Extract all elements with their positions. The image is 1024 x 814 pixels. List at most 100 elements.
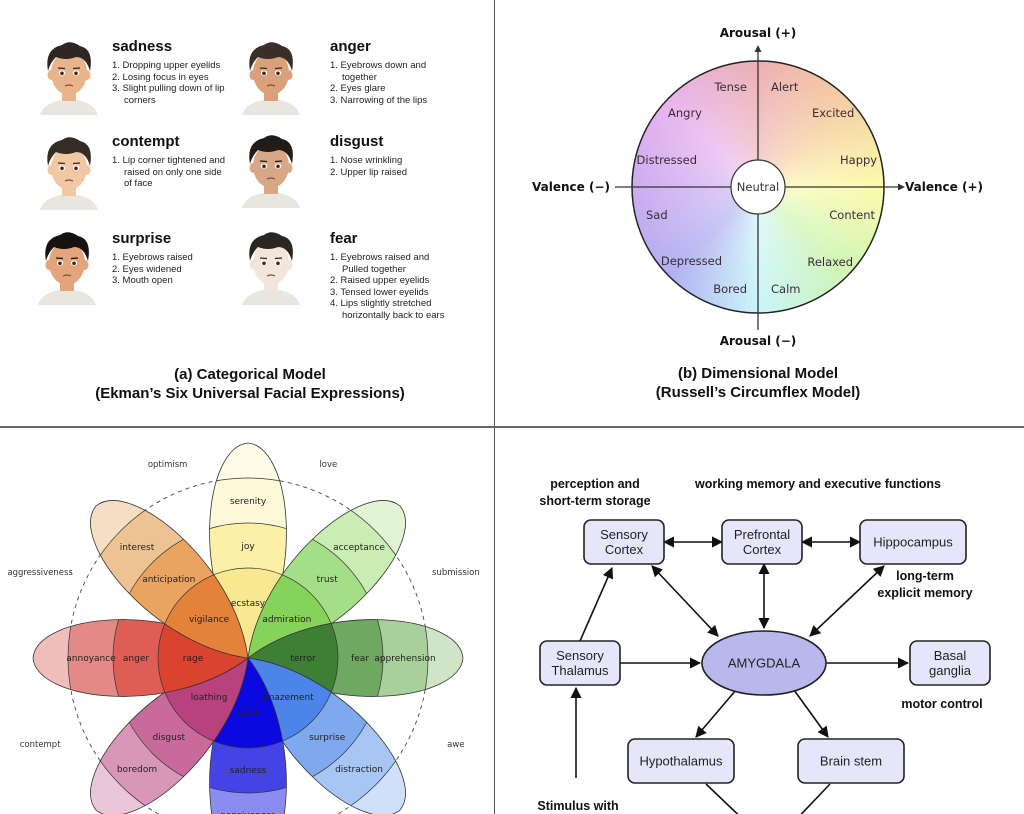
arousal-negative-label: Arousal (−) (720, 334, 797, 348)
petal-band (209, 658, 287, 794)
circumplex-label-content: Content (829, 208, 875, 222)
caption-line-2: (Ekman’s Six Universal Facial Expression… (95, 385, 405, 402)
circuit-connections (570, 536, 910, 814)
node-label: AMYGDALA (728, 656, 801, 671)
panel-a-caption: (a) Categorical Model (Ekman’s Six Unive… (40, 365, 460, 403)
emotion-label-vigilance: vigilance (189, 615, 230, 625)
circumplex-label-alert: Alert (771, 80, 799, 94)
dyad-label-submission: submission (432, 568, 480, 578)
cue-item: 2. Upper lip raised (330, 166, 408, 178)
cue-item: 1. Eyebrows raised and Pulled together (330, 252, 430, 275)
petal-band (157, 619, 248, 697)
horizontal-divider (0, 426, 1024, 428)
annotation-text: Stimulus with (537, 799, 618, 813)
circumplex-label-happy: Happy (840, 153, 877, 167)
plutchik-wheel: serenityjoyecstasyacceptancetrustadmirat… (7, 442, 480, 814)
panel-b-caption-line-2: (Russell’s Circumflex Model) (656, 384, 861, 401)
panel-b-caption-line-1: (b) Dimensional Model (678, 365, 838, 382)
circumplex-label-distressed: Distressed (637, 153, 697, 167)
cue-item: 3. Narrowing of the lips (330, 94, 428, 106)
annotation-text: explicit memory (877, 586, 972, 600)
dyad-label-contempt: contempt (20, 740, 61, 750)
annotation-working-memory: working memory and executive functions (694, 477, 941, 491)
annotation-text: short-term storage (539, 494, 650, 508)
emotion-label-interest: interest (120, 543, 155, 553)
dyad-label-love: love (319, 460, 337, 470)
node-label: Cortex (743, 542, 782, 557)
emotion-label-disgust: disgust (153, 733, 186, 743)
circumplex-label-depressed: Depressed (661, 254, 722, 268)
node-label: ganglia (929, 663, 972, 678)
circumplex-label-bored: Bored (713, 282, 747, 296)
petal-band (248, 619, 429, 697)
annotation-text: perception and (550, 477, 640, 491)
circuit-arrow (793, 689, 829, 738)
annotation-long-term: long-term explicit memory (877, 569, 972, 600)
neutral-label: Neutral (737, 180, 779, 194)
annotation-perception: perception and short-term storage (539, 477, 650, 508)
dyad-label-optimism: optimism (148, 460, 188, 470)
cue-item: 1. Eyebrows raised (112, 252, 193, 263)
emotion-label-distraction: distraction (335, 765, 383, 775)
node-label: Sensory (556, 648, 604, 663)
emotion-label-acceptance: acceptance (333, 543, 385, 553)
emotion-label-serenity: serenity (230, 497, 267, 507)
emotion-label-fear: fear (351, 654, 369, 664)
face-illustration-surprise (28, 225, 106, 305)
node-hypothalamus: Hypothalamus (627, 738, 735, 784)
circumplex-diagram: Neutral Arousal (+) Arousal (−) Valence … (532, 26, 983, 401)
valence-arrow-icon (898, 183, 905, 191)
emotion-title-contempt: contempt (112, 133, 180, 150)
emotion-title-disgust: disgust (330, 133, 384, 150)
circumplex-label-relaxed: Relaxed (807, 255, 853, 269)
emotion-cues-contempt: 1. Lip corner tightened and raised on on… (112, 155, 230, 190)
cue-item: 1. Dropping upper eyelids (112, 60, 221, 71)
node-label: Hypothalamus (639, 754, 723, 769)
annotation-stimulus: Stimulus with (537, 799, 618, 813)
emotion-label-ecstasy: ecstasy (231, 599, 266, 609)
node-brain-stem: Brain stem (797, 738, 905, 784)
emotion-label-apprehension: apprehension (374, 654, 435, 664)
petal-band (209, 522, 287, 658)
node-amygdala: AMYGDALA (701, 630, 827, 696)
cue-item: 4. Lips slightly stretched horizontally … (330, 298, 445, 321)
petal-band (209, 658, 287, 749)
emotion-label-sadness: sadness (230, 766, 267, 776)
emotion-label-rage: rage (183, 654, 204, 664)
node-label: Prefrontal (734, 527, 790, 542)
node-label: Thalamus (551, 663, 609, 678)
emotion-title-surprise: surprise (112, 230, 172, 247)
cue-item: 2. Raised upper eyelids (330, 275, 430, 286)
annotation-text: motor control (901, 697, 982, 711)
cue-item: 2. Losing focus in eyes (112, 71, 209, 83)
cue-item: 3. Slight pulling down of lip corners (112, 83, 225, 106)
emotion-label-annoyance: annoyance (66, 654, 116, 664)
emotion-label-anticipation: anticipation (142, 575, 195, 585)
circumplex-label-calm: Calm (771, 282, 800, 296)
face-illustration-contempt (30, 130, 108, 210)
emotion-label-joy: joy (240, 542, 255, 552)
arousal-positive-label: Arousal (+) (720, 26, 797, 40)
cue-item: 3. Mouth open (112, 275, 173, 286)
valence-positive-label: Valence (+) (905, 180, 983, 194)
circumplex-label-sad: Sad (646, 208, 668, 222)
annotation-text: long-term (896, 569, 954, 583)
neutral-circle (730, 159, 786, 215)
circuit-arrow (809, 565, 885, 637)
circuit-arrow (651, 565, 719, 637)
cue-item: 1. Nose wrinkling (330, 155, 403, 166)
circuit-arrow (695, 689, 737, 738)
cue-item: 2. Eyes glare (330, 83, 386, 94)
face-illustration-fear (232, 225, 310, 305)
node-label: Sensory (600, 527, 648, 542)
node-label: Hippocampus (873, 535, 953, 550)
emotion-label-grief: grief (238, 709, 259, 719)
caption-line-1: (a) Categorical Model (174, 366, 326, 383)
